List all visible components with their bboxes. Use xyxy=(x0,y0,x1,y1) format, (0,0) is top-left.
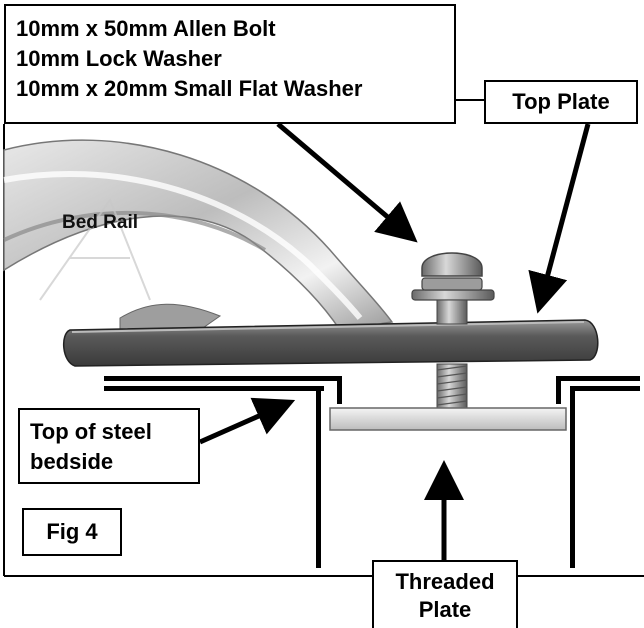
hardware-line-lock-washer: 10mm Lock Washer xyxy=(16,46,222,71)
bolt-shaft xyxy=(436,363,468,409)
callout-arrows xyxy=(198,122,591,560)
threaded-line-2: Plate xyxy=(418,597,472,622)
arrow-to-bolt xyxy=(276,122,418,243)
arrow-to-top-plate xyxy=(528,123,591,314)
steel-bedside-right xyxy=(556,376,640,568)
lock-washer xyxy=(421,277,483,291)
top-plate-callout: Top Plate xyxy=(484,80,638,124)
hardware-line-bolt: 10mm x 50mm Allen Bolt xyxy=(16,16,276,41)
figure-label: Fig 4 xyxy=(22,508,122,556)
hardware-line-flat-washer: 10mm x 20mm Small Flat Washer xyxy=(16,76,363,101)
threaded-plate-callout: Threaded Plate xyxy=(372,560,518,628)
flat-washer xyxy=(411,289,495,301)
bedside-callout: Top of steel bedside xyxy=(18,408,200,484)
threaded-plate xyxy=(329,407,567,431)
bedside-line-2: bedside xyxy=(30,449,114,474)
top-plate xyxy=(63,319,599,367)
bed-rail-label: Bed Rail xyxy=(62,212,139,233)
arrow-to-bedside xyxy=(198,397,296,445)
threaded-line-1: Threaded xyxy=(395,569,495,594)
hardware-callout: 10mm x 50mm Allen Bolt 10mm Lock Washer … xyxy=(4,4,456,124)
allen-bolt xyxy=(411,252,495,409)
bed-rail xyxy=(3,139,394,331)
steel-bedside-left xyxy=(104,376,342,568)
bedside-line-1: Top of steel xyxy=(30,419,152,444)
